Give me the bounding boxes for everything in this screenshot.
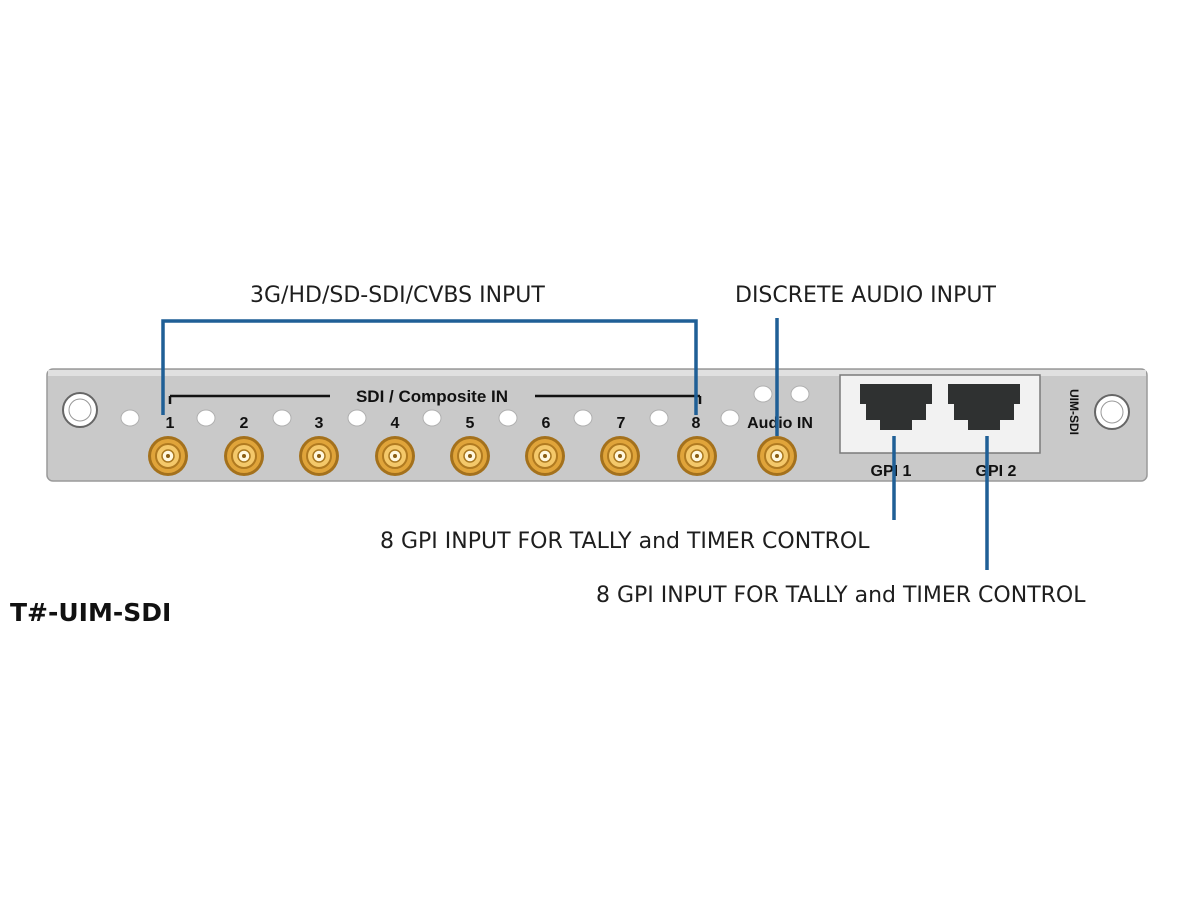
callout-gpi2-input: 8 GPI INPUT FOR TALLY and TIMER CONTROL [596,583,1086,608]
bnc-connector-2[interactable] [224,436,264,476]
channel-label-3: 3 [315,415,324,432]
sdi-header-label: SDI / Composite IN [356,387,508,406]
channel-label-6: 6 [542,415,551,432]
bnc-connector-audio[interactable] [757,436,797,476]
side-model-label: UIM-SDI [1067,389,1081,435]
gpi2-label: GPI 2 [976,463,1017,480]
bnc-connector-4[interactable] [375,436,415,476]
model-name: T#-UIM-SDI [10,598,172,627]
bnc-connector-3[interactable] [299,436,339,476]
bnc-connector-1[interactable] [148,436,188,476]
bnc-connector-6[interactable] [525,436,565,476]
channel-label-4: 4 [391,415,400,432]
audio-in-label: Audio IN [747,415,813,432]
bnc-connector-8[interactable] [677,436,717,476]
callout-gpi1-input: 8 GPI INPUT FOR TALLY and TIMER CONTROL [380,529,870,554]
callout-sdi-input: 3G/HD/SD-SDI/CVBS INPUT [250,283,545,308]
rj45-port-gpi1[interactable] [860,384,932,430]
bnc-connector-7[interactable] [600,436,640,476]
channel-label-7: 7 [617,415,626,432]
mount-hole-right [1094,394,1130,430]
mount-hole-left [62,392,98,428]
bnc-connector-5[interactable] [450,436,490,476]
gpi1-label: GPI 1 [871,463,912,480]
vent-holes [120,385,810,427]
callout-audio-input: DISCRETE AUDIO INPUT [735,283,996,308]
channel-label-5: 5 [466,415,475,432]
panel-highlight [48,370,1146,376]
channel-label-8: 8 [692,415,701,432]
channel-label-1: 1 [166,415,175,432]
leader-line-sdi [161,319,698,415]
channel-label-2: 2 [240,415,249,432]
rj45-port-gpi2[interactable] [948,384,1020,430]
